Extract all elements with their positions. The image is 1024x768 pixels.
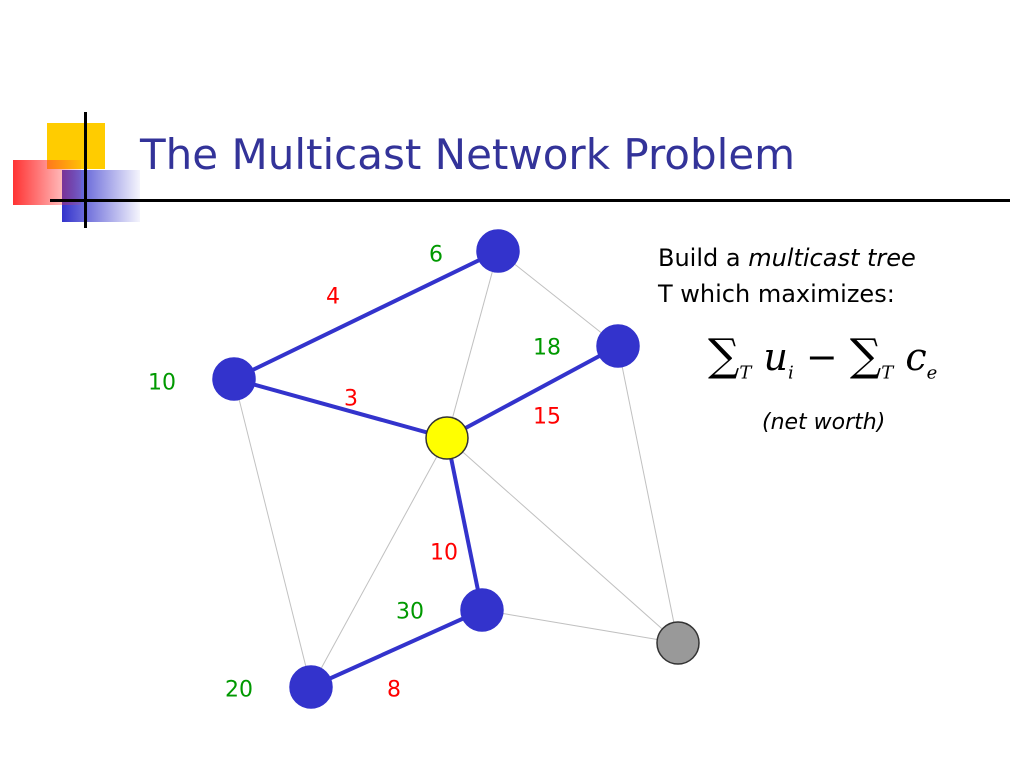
edge-left-bottom-left: [233, 378, 312, 688]
cost-subscript: e: [926, 362, 938, 384]
edge-center-bottom-left: [310, 437, 448, 688]
node-top: [476, 229, 520, 273]
tree-edge-center-right: [446, 344, 619, 440]
utility-term: u: [763, 335, 789, 379]
node-gray-sink: [656, 621, 700, 665]
description-emphasis: multicast tree: [748, 244, 916, 272]
node-utility-label: 30: [396, 600, 424, 625]
tree-edge-mid-low-bottom-left: [310, 608, 483, 689]
node-utility-label: 20: [225, 678, 253, 703]
node-bottom-left: [289, 665, 333, 709]
node-mid-low: [460, 588, 504, 632]
edge-cost-label: 3: [344, 387, 358, 412]
graph-edges: [233, 249, 679, 689]
edge-mid-low-gray: [481, 609, 679, 644]
description-line-1: Build a multicast tree: [658, 244, 916, 272]
sum-subscript-2: T: [881, 362, 894, 384]
edge-cost-label: 10: [430, 541, 458, 566]
sum-symbol-1: ∑: [708, 330, 740, 381]
edge-right-gray: [617, 345, 679, 644]
node-center-source: [425, 416, 469, 460]
tree-edge-center-mid-low: [445, 437, 484, 611]
graph-nodes: [212, 229, 700, 709]
description-line-2: T which maximizes:: [658, 280, 895, 308]
edge-cost-label: 4: [326, 285, 340, 310]
sum-symbol-2: ∑: [849, 330, 882, 381]
edge-cost-label: 8: [387, 678, 401, 703]
node-utility-label: 6: [429, 243, 443, 268]
node-utility-label: 10: [148, 371, 176, 396]
sum-subscript-1: T: [739, 362, 752, 384]
title-rule: [50, 199, 1010, 202]
node-utility-label: 18: [533, 336, 561, 361]
graph-labels: 4 3 15 10 8 6 18 10 30 20: [148, 243, 561, 703]
deco-red-square: [13, 160, 81, 205]
edge-top-right: [497, 250, 619, 347]
tree-edge-left-center: [233, 377, 448, 440]
edge-center-gray: [446, 437, 679, 644]
deco-vertical-line: [84, 112, 87, 228]
title-decoration: [13, 112, 140, 228]
net-worth-note: (net worth): [762, 410, 886, 435]
slide-title: The Multicast Network Problem: [140, 130, 796, 179]
cost-term: c: [905, 335, 927, 379]
node-right: [596, 324, 640, 368]
objective-formula: ∑T ui − ∑T ce: [708, 330, 937, 384]
edge-cost-label: 15: [533, 405, 561, 430]
utility-subscript: i: [788, 362, 794, 384]
edge-top-center: [446, 250, 499, 439]
node-left: [212, 357, 256, 401]
tree-edge-left-top: [233, 249, 499, 381]
description: Build a multicast tree T which maximizes…: [658, 240, 1008, 312]
minus-sign: −: [805, 335, 838, 379]
